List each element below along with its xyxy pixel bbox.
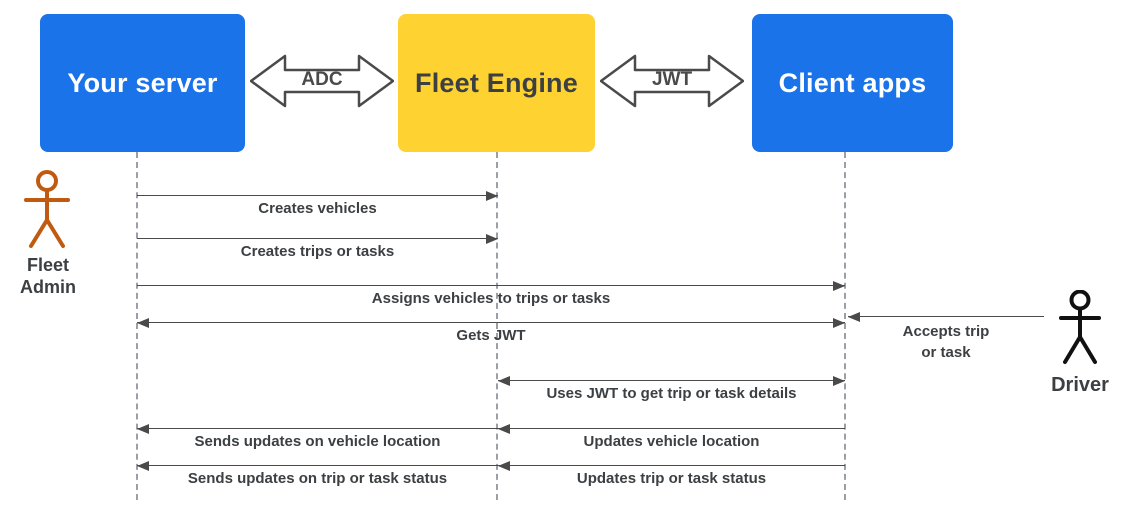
message-assigns-vehicles: Assigns vehicles to trips or tasks <box>137 279 845 307</box>
node-fleet-engine: Fleet Engine <box>398 14 595 152</box>
fleet-admin-label-line1: Fleet <box>26 255 69 275</box>
message-sends-updates-trip-status: Sends updates on trip or task status <box>137 459 498 487</box>
arrow-line <box>137 238 498 239</box>
double-arrow-icon <box>250 54 394 108</box>
message-label: Creates trips or tasks <box>240 243 395 260</box>
arrow-line <box>137 195 498 196</box>
arrowhead-left-icon <box>137 424 149 434</box>
node-fleet-engine-label: Fleet Engine <box>415 67 578 98</box>
message-label: Updates trip or task status <box>576 470 767 487</box>
message-gets-jwt: Gets JWT <box>137 316 845 344</box>
message-updates-vehicle-location: Updates vehicle location <box>498 422 845 450</box>
message-label-line2: or task <box>921 344 971 361</box>
arrow-line <box>137 322 845 323</box>
message-sends-updates-vehicle-location: Sends updates on vehicle location <box>137 422 498 450</box>
driver-actor-icon <box>1059 289 1101 364</box>
arrowhead-right-icon <box>486 234 498 244</box>
double-arrow-icon <box>600 54 744 108</box>
arrowhead-left-icon <box>498 376 510 386</box>
message-uses-jwt: Uses JWT to get trip or task details <box>498 374 845 402</box>
message-label: Accepts trip or task <box>848 321 1044 363</box>
message-label: Uses JWT to get trip or task details <box>546 385 797 402</box>
node-your-server: Your server <box>40 14 245 152</box>
arrowhead-left-icon <box>137 318 149 328</box>
message-label-line1: Accepts trip <box>902 323 990 340</box>
lifeline-fleet-engine <box>496 152 498 500</box>
arrowhead-left-icon <box>498 424 510 434</box>
arrow-line <box>137 465 498 466</box>
arrowhead-right-icon <box>833 281 845 291</box>
jwt-label: JWT <box>651 69 693 91</box>
adc-double-arrow: ADC <box>250 52 394 110</box>
message-label: Sends updates on vehicle location <box>194 433 441 450</box>
node-your-server-label: Your server <box>67 67 218 98</box>
arrowhead-left-icon <box>137 461 149 471</box>
message-creates-trips-or-tasks: Creates trips or tasks <box>137 232 498 260</box>
arrowhead-right-icon <box>833 318 845 328</box>
arrowhead-left-icon <box>498 461 510 471</box>
fleet-admin-label-line2: Admin <box>20 277 76 297</box>
message-label: Assigns vehicles to trips or tasks <box>371 290 611 307</box>
arrow-line <box>137 428 498 429</box>
message-label: Creates vehicles <box>258 200 377 217</box>
message-label: Gets JWT <box>456 327 526 344</box>
node-client-apps-label: Client apps <box>778 67 927 98</box>
message-creates-vehicles: Creates vehicles <box>137 189 498 217</box>
lifeline-client-apps <box>844 152 846 500</box>
driver-actor: Driver <box>1051 289 1110 410</box>
message-label: Sends updates on trip or task status <box>187 470 448 487</box>
message-updates-trip-status: Updates trip or task status <box>498 459 845 487</box>
arrowhead-right-icon <box>833 376 845 386</box>
node-client-apps: Client apps <box>752 14 953 152</box>
arrow-line <box>137 285 845 286</box>
fleet-admin-actor-icon <box>24 170 70 248</box>
driver-label: Driver <box>1051 374 1109 396</box>
arrow-line <box>498 428 845 429</box>
arrowhead-right-icon <box>486 191 498 201</box>
adc-label: ADC <box>301 69 343 91</box>
message-accepts-trip-or-task: Accepts trip or task <box>848 310 1044 361</box>
arrow-line <box>498 465 845 466</box>
jwt-double-arrow: JWT <box>600 52 744 110</box>
fleet-admin-label: Fleet Admin <box>8 254 88 298</box>
fleet-admin-actor: Fleet Admin <box>19 170 77 300</box>
arrowhead-left-icon <box>848 312 860 322</box>
message-label: Updates vehicle location <box>583 433 760 450</box>
arrow-line <box>848 316 1044 317</box>
arrow-line <box>498 380 845 381</box>
